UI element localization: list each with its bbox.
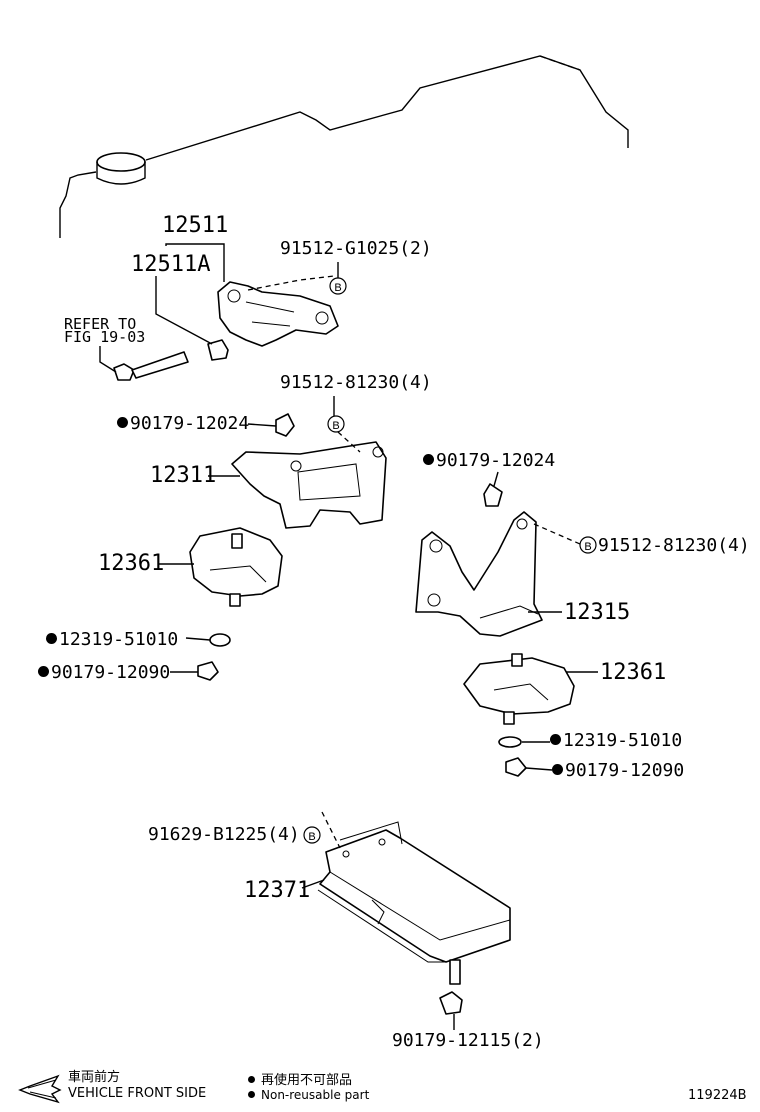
label-text: 12319-51010 [563,730,683,751]
label-text: 91512-81230(4) [598,535,750,556]
part-12315-bracket [415,511,543,637]
leader-lines [99,243,598,1030]
label-90179-12024-left: 90179-12024 [117,413,249,434]
callout-b-1: B [329,277,347,295]
bolt-refer-fig-19-03 [113,351,189,381]
callout-b-3: B [579,536,597,554]
part-12511-bracket [217,281,339,347]
svg-text:B: B [334,282,341,294]
label-12319-51010-right: 12319-51010 [550,730,682,751]
washer-12319-51010-left [209,633,231,647]
footer-nonreuse-jp: 再使用不可部品 [248,1069,352,1088]
part-12311-bracket [231,441,387,529]
washer-12319-51010-right [498,736,522,748]
label-12311: 12311 [150,463,217,488]
footer-text: 再使用不可部品 [261,1073,353,1088]
label-91512-81230-top: 91512-81230(4) [280,372,432,393]
label-90179-12090-right: 90179-12090 [552,760,684,781]
non-reusable-dot-icon [423,454,434,465]
label-text: 90179-12024 [436,450,556,471]
label-text: 90179-12090 [51,662,171,683]
label-90179-12115: 90179-12115(2) [392,1030,544,1051]
part-12361-right-insulator [463,653,575,725]
non-reusable-dot-icon [46,633,57,644]
label-fig-19-03: FIG 19-03 [64,328,146,346]
figure-id: 119224B [688,1088,747,1103]
footer-text: Non-reusable part [261,1088,370,1102]
label-12361-left: 12361 [98,551,165,576]
callout-b-4: B [303,826,321,844]
label-12361-right: 12361 [600,660,667,685]
non-reusable-dot-icon [550,734,561,745]
nut-90179-12024-right [483,483,503,507]
footer-front-jp: 車両前方 [68,1070,121,1085]
nut-90179-12115 [439,991,463,1015]
non-reusable-dot-icon [38,666,49,677]
svg-text:B: B [584,541,591,553]
engine-outline [59,55,629,238]
part-12511a-stopper [207,339,229,361]
label-12511: 12511 [162,213,229,238]
part-12371-insulator [317,821,511,985]
label-12319-51010-left: 12319-51010 [46,629,178,650]
label-text: 90179-12090 [565,760,685,781]
label-12371: 12371 [244,878,311,903]
footer-nonreuse-en: Non-reusable part [248,1088,369,1102]
label-90179-12024-right: 90179-12024 [423,450,555,471]
label-12315: 12315 [564,600,631,625]
non-reusable-dot-icon [552,764,563,775]
part-12361-left-insulator [189,527,283,607]
svg-text:B: B [308,831,315,843]
label-text: 90179-12024 [130,413,250,434]
label-91512-g1025: 91512-G1025(2) [280,238,432,259]
label-12511a: 12511A [131,252,211,277]
footer-front-en: VEHICLE FRONT SIDE [68,1086,207,1101]
label-refer-to: REFER TO [64,315,137,333]
svg-text:B: B [332,420,339,432]
label-91629-b1225: 91629-B1225(4) [148,824,300,845]
label-90179-12090-left: 90179-12090 [38,662,170,683]
vehicle-front-arrow-icon [18,1074,62,1104]
non-reusable-dot-icon [117,417,128,428]
label-91512-81230-right: 91512-81230(4) [598,535,750,556]
callout-b-2: B [327,415,345,433]
non-reusable-dot-icon [248,1076,255,1083]
nut-90179-12090-right [505,757,527,777]
oil-filler-cap [96,152,146,185]
nut-90179-12024-left [275,413,295,437]
non-reusable-dot-icon [248,1091,255,1098]
label-text: 12319-51010 [59,629,179,650]
nut-90179-12090-left [197,661,219,681]
